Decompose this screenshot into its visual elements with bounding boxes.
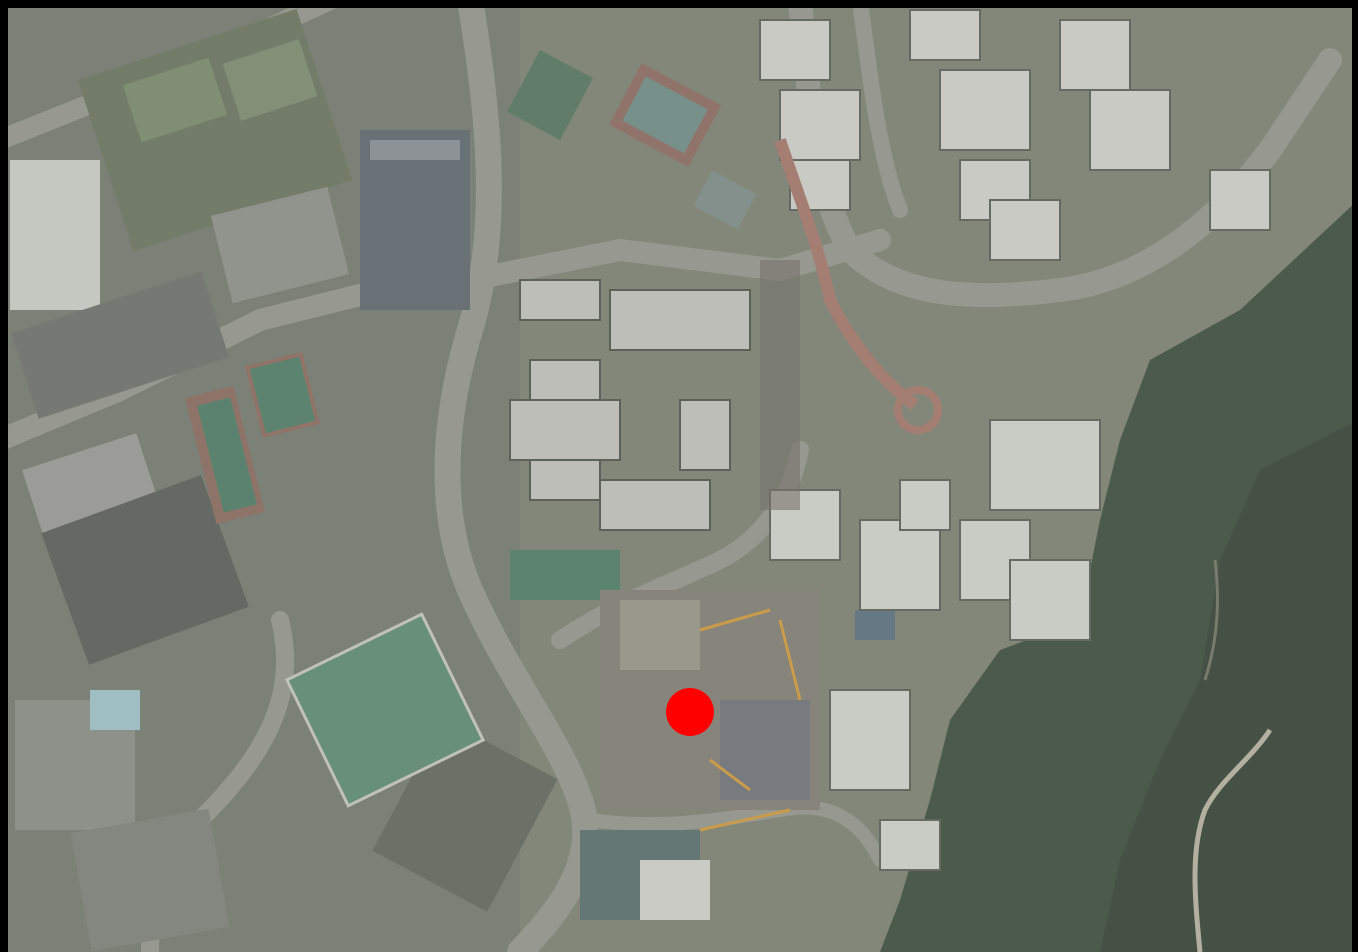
walkway-roundabout [894,386,942,434]
residential-north-east [759,9,1271,261]
residential-central [509,279,751,531]
forest-trail-2 [1203,559,1220,681]
forest-shade [1100,423,1352,952]
pedestrian-walkway [774,138,919,410]
construction-site [600,260,820,832]
location-dot-marker[interactable] [666,688,714,736]
residential-south-east [769,419,1101,871]
forest-trail [1192,728,1273,952]
sports-facilities [90,50,895,808]
